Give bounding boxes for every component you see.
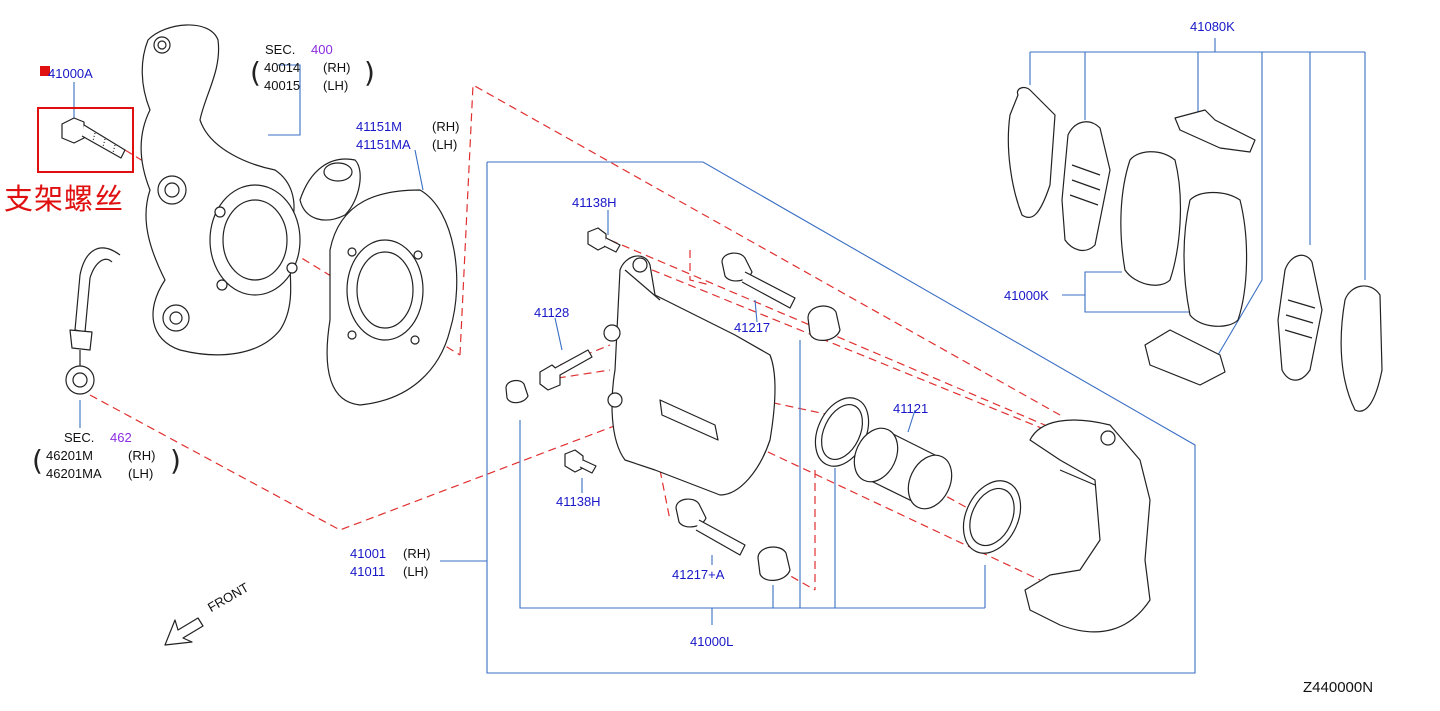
part-41138h-bottom-link[interactable]: 41138H xyxy=(556,494,601,509)
part-41151m-link[interactable]: 41151M xyxy=(356,119,403,134)
knuckle-lh-part: 40015 xyxy=(264,78,301,93)
knuckle-paren-left: ( xyxy=(250,56,261,89)
caliper-bracket-drawing xyxy=(1024,419,1151,633)
knuckle-rh-side: (RH) xyxy=(323,60,351,75)
hose-rh-part: 46201M xyxy=(46,448,93,463)
caliper-lh-side: (LH) xyxy=(403,564,429,579)
part-41000k-link[interactable]: 41000K xyxy=(1004,288,1049,303)
guide-pin-drawing xyxy=(721,252,796,309)
highlight-box xyxy=(37,107,134,173)
brake-hose-drawing xyxy=(65,247,121,395)
part-41011-link[interactable]: 41011 xyxy=(350,564,386,579)
knuckle-sec-label: SEC. xyxy=(265,42,296,57)
hose-lh-side: (LH) xyxy=(128,466,154,481)
part-41151ma-link[interactable]: 41151MA xyxy=(356,137,411,152)
part-41217a-link[interactable]: 41217+A xyxy=(672,567,725,582)
bleeder-screw-drawing xyxy=(505,349,593,404)
pin-boot-drawing xyxy=(807,305,841,341)
part-41000l-link[interactable]: 41000L xyxy=(690,634,734,649)
caliper-bolt-top-drawing xyxy=(587,227,621,253)
knuckle-paren-right: ) xyxy=(364,56,375,89)
dust-boot-drawing xyxy=(962,480,1022,554)
guide-pin-a-drawing xyxy=(675,498,791,581)
part-41000a-link[interactable]: 41000A xyxy=(48,66,93,81)
caliper-rh-side: (RH) xyxy=(403,546,431,561)
hose-paren-right: ) xyxy=(170,444,181,477)
brake-pad-drawings xyxy=(1007,86,1383,412)
part-41128-link[interactable]: 41128 xyxy=(534,305,570,320)
piston-seal-drawing xyxy=(814,397,870,467)
knuckle-sec-link[interactable]: 400 xyxy=(311,42,333,57)
knuckle-rh-part: 40014 xyxy=(264,60,301,75)
bracket-bolt-annotation: 支架螺丝 xyxy=(4,182,125,216)
part-drawings xyxy=(61,24,1383,646)
piston-drawing xyxy=(853,427,953,510)
part-41001-link[interactable]: 41001 xyxy=(350,546,387,561)
caliper-body-drawing xyxy=(603,255,776,496)
part-41138h-top-link[interactable]: 41138H xyxy=(572,195,617,210)
part-41217-link[interactable]: 41217 xyxy=(734,320,771,335)
knuckle-lh-side: (LH) xyxy=(323,78,349,93)
diagram-code: Z440000N xyxy=(1303,679,1374,696)
part-41080k-link[interactable]: 41080K xyxy=(1190,19,1235,34)
hose-sec-link[interactable]: 462 xyxy=(110,430,132,445)
steering-knuckle-drawing xyxy=(140,24,361,356)
hose-rh-side: (RH) xyxy=(128,448,156,463)
caliper-bolt-bottom-drawing xyxy=(564,449,597,474)
baffle-lh-side: (LH) xyxy=(432,137,458,152)
hose-lh-part: 46201MA xyxy=(46,466,102,481)
hose-sec-label: SEC. xyxy=(64,430,95,445)
baffle-rh-side: (RH) xyxy=(432,119,460,134)
dust-shield-drawing xyxy=(326,189,458,406)
red-square-icon xyxy=(40,66,50,76)
hose-paren-left: ( xyxy=(32,444,43,477)
front-arrow-icon xyxy=(164,617,204,646)
part-41121-link[interactable]: 41121 xyxy=(893,401,929,416)
leader-lines xyxy=(73,38,1366,674)
bracket-bolt-drawing xyxy=(61,117,126,159)
